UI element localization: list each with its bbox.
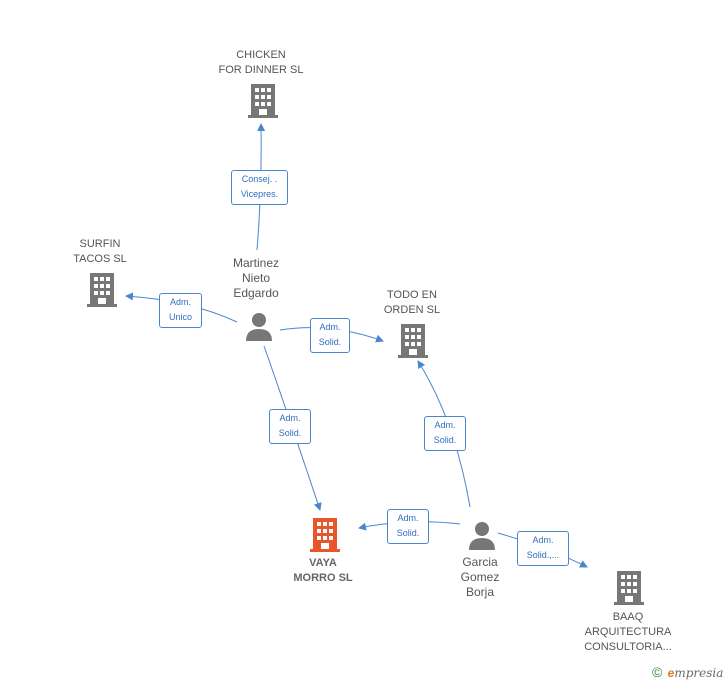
node-vaya-label: VAYA MORRO SL (293, 557, 353, 584)
edge-label-adm-solid-baaq: Adm. Solid.,... (517, 531, 569, 566)
node-garcia-label: Garcia Gomez Borja (460, 555, 500, 599)
building-icon[interactable] (614, 571, 644, 605)
copyright-icon: © (652, 664, 663, 680)
node-surfin-label: SURFIN TACOS SL (73, 238, 127, 265)
node-baaq-label: BAAQ ARQUITECTURA CONSULTORIA... (584, 611, 672, 653)
node-martinez-label: Martinez Nieto Edgardo (232, 256, 279, 300)
brand-logo: © empresia (652, 664, 723, 680)
building-icon[interactable] (398, 324, 428, 358)
edge-label-consej-vicepres: Consej. . Vicepres. (231, 170, 288, 205)
node-chicken-label: CHICKEN FOR DINNER SL (218, 49, 304, 76)
person-icon[interactable] (467, 520, 497, 550)
edge-label-adm-solid-garcia-vaya: Adm. Solid. (387, 509, 429, 544)
brand-e: e (667, 666, 675, 680)
edge-label-adm-solid-garcia-todo: Adm. Solid. (424, 416, 466, 451)
edge-label-adm-unico: Adm. Unico (159, 293, 202, 328)
focus-building-icon[interactable] (310, 518, 340, 552)
edge-label-adm-solid-vaya: Adm. Solid. (269, 409, 311, 444)
building-icon[interactable] (248, 84, 278, 118)
building-icon[interactable] (87, 273, 117, 307)
person-icon[interactable] (244, 311, 274, 341)
node-todo-label: TODO EN ORDEN SL (383, 289, 441, 316)
edge-label-adm-solid-todo: Adm. Solid. (310, 318, 350, 353)
brand-name: mpresia (674, 666, 724, 680)
